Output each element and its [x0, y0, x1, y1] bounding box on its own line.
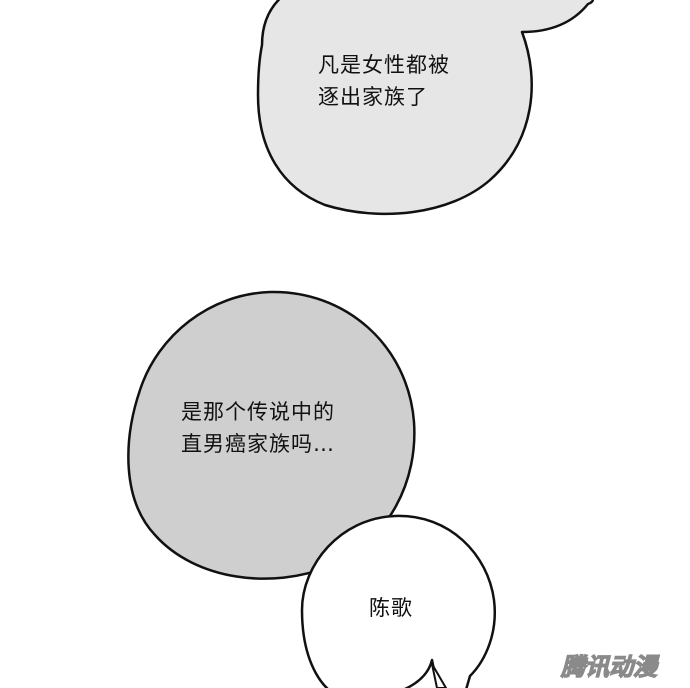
- bubble-top-line-1: 凡是女性都被: [318, 53, 450, 77]
- bubble-bottom-text: 陈歌: [369, 592, 413, 624]
- speech-bubble-bottom: [300, 514, 496, 688]
- bubble-top-line-2: 逐出家族了: [318, 85, 428, 109]
- watermark-logo: 腾讯动漫: [560, 652, 657, 681]
- speech-tail: [431, 663, 447, 688]
- bubble-middle-line-1: 是那个传说中的: [181, 400, 335, 424]
- speech-bubble-middle: [127, 290, 416, 580]
- bubble-top-text: 凡是女性都被 逐出家族了: [318, 49, 450, 113]
- speech-bubble-top: [256, 0, 595, 216]
- bubble-middle-text: 是那个传说中的 直男癌家族吗…: [181, 396, 335, 460]
- bubble-bottom-speaker: 陈歌: [369, 596, 413, 620]
- bubble-middle-line-2: 直男癌家族吗…: [181, 432, 335, 456]
